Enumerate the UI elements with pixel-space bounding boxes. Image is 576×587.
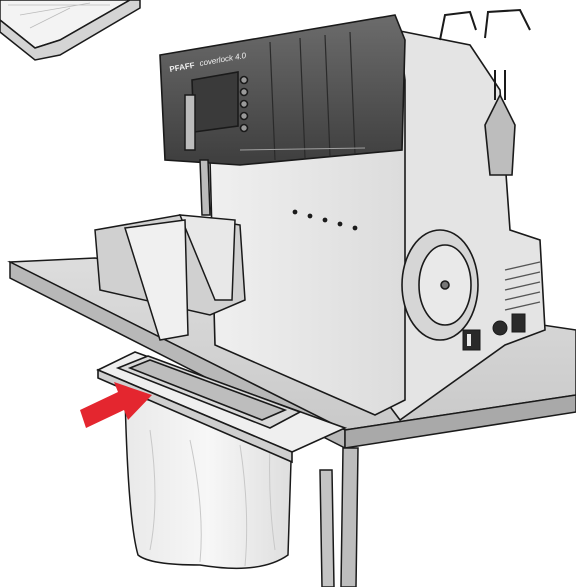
brand-label: PFAFF [169, 61, 196, 74]
accessory-box [0, 0, 141, 61]
red-arrow-icon [80, 382, 152, 428]
waste-tray [96, 351, 348, 464]
needle-area [94, 94, 246, 341]
power-socket-icon [492, 313, 526, 336]
machine-body [159, 8, 546, 422]
power-switch-icon [462, 329, 481, 351]
